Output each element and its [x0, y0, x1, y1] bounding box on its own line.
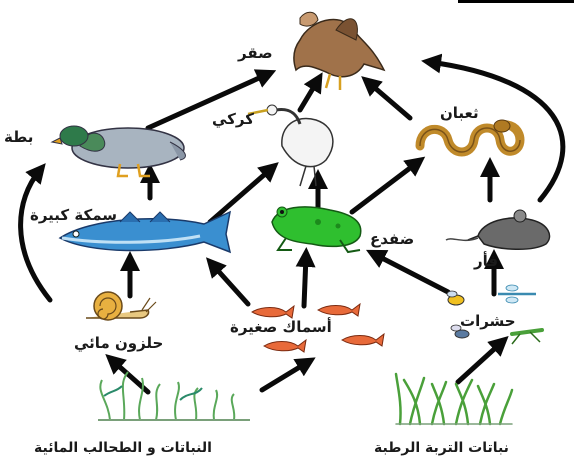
bee-insect [447, 291, 464, 305]
arrow-snake-to-hawk [368, 82, 410, 118]
arrow-heron-to-hawk [300, 80, 318, 110]
arrow-soilplants-to-insects [458, 342, 502, 382]
heron-illustration [248, 105, 333, 186]
label-small-fish: أسماك صغيرة [230, 318, 332, 336]
duck-illustration [52, 126, 185, 176]
label-snake: ثعبان [440, 104, 479, 122]
arrow-insects-to-frog [374, 254, 448, 292]
label-mouse: فأر [474, 252, 498, 270]
small-fish-3 [264, 340, 306, 352]
mouse-illustration [446, 210, 550, 249]
arrow-frog-to-snake [352, 162, 418, 212]
soil-plants-illustration [396, 374, 512, 424]
arrow-smallfish-to-bigfish [212, 264, 248, 304]
small-fish-2 [318, 304, 360, 316]
arrow-aquaplants-to-smallfish [262, 362, 308, 390]
dragonfly-insect [498, 285, 536, 303]
label-duck: بطة [4, 128, 33, 146]
label-snail: حلزون مائي [74, 334, 163, 352]
arrow-smallfish-to-frog [304, 256, 306, 306]
label-frog: ضفدع [370, 230, 414, 248]
arrow-snail-to-duck [21, 170, 50, 300]
label-insects: حشرات [460, 312, 516, 330]
small-fish-4 [342, 334, 384, 346]
label-hawk: صقر [238, 44, 273, 62]
small-fish-1 [252, 306, 294, 318]
label-soil-plants: نباتات التربة الرطبة [374, 440, 509, 456]
grasshopper-insect [512, 330, 542, 344]
label-heron: كركي [212, 110, 254, 128]
label-aquatic-plants: النباتات و الطحالب المائية [34, 440, 212, 456]
frog-illustration [272, 207, 361, 252]
snake-illustration [420, 120, 520, 152]
label-big-fish: سمكة كبيرة [30, 206, 117, 224]
hawk-illustration [294, 12, 384, 90]
snail-illustration [86, 292, 156, 320]
aquatic-plants-illustration [98, 372, 250, 420]
arrow-bigfish-to-heron [210, 168, 272, 222]
